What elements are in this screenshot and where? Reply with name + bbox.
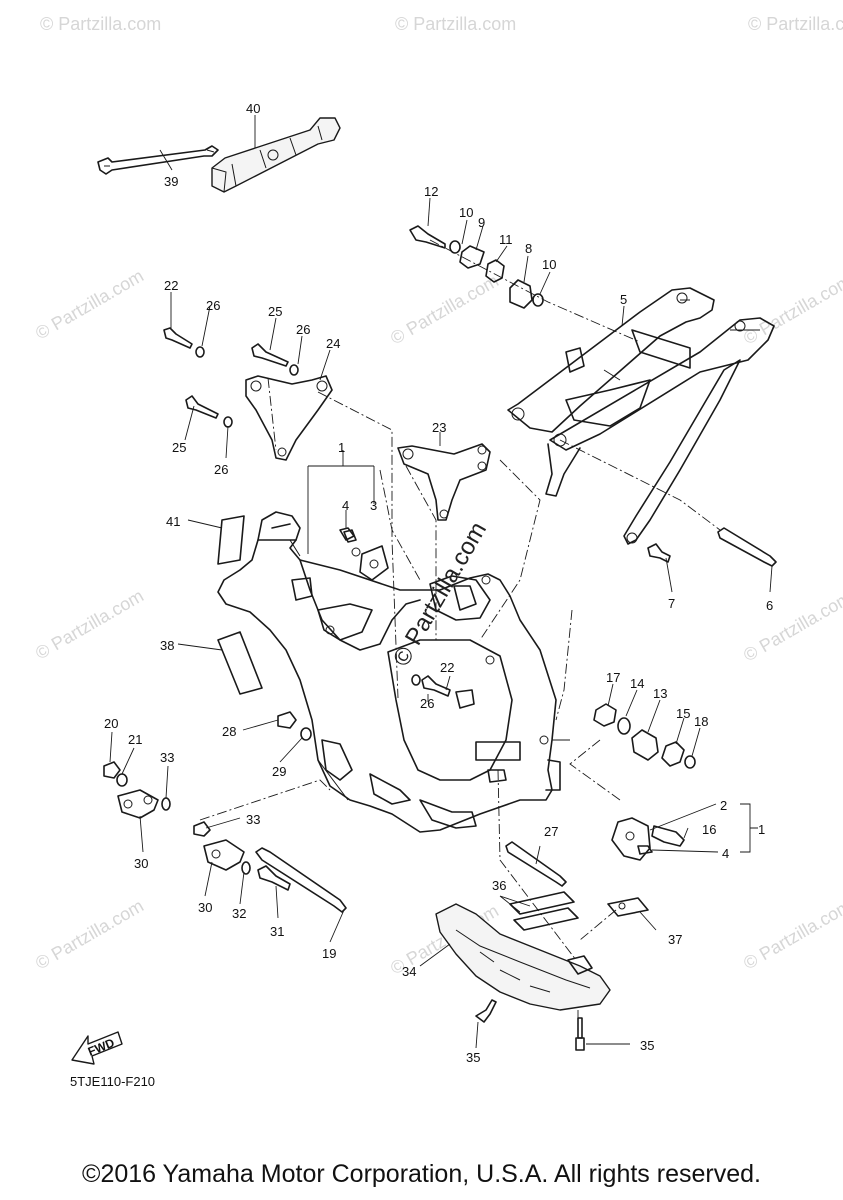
watermark: © Partzilla.com: [395, 14, 516, 34]
callout-19: 19: [322, 946, 336, 961]
callout-14: 14: [630, 676, 644, 691]
callout-9: 9: [478, 215, 485, 230]
fwd-arrow-icon: FWD: [71, 1031, 123, 1065]
callout-38: 38: [160, 638, 174, 653]
callout-21: 21: [128, 732, 142, 747]
callout-39: 39: [164, 174, 178, 189]
watermark: © Partzilla.com: [740, 270, 843, 348]
spanner-39: [97, 145, 219, 175]
callout-4: 4: [722, 846, 729, 861]
rear-subframe-5: [507, 287, 775, 545]
copyright-notice: ©2016 Yamaha Motor Corporation, U.S.A. A…: [82, 1160, 761, 1188]
watermark: © Partzilla.com: [740, 587, 843, 665]
fwd-label: FWD: [86, 1035, 117, 1058]
callout-33: 33: [246, 812, 260, 827]
plug-wrench-40: [211, 117, 341, 193]
leader-lines: [109, 115, 773, 1049]
decal-41: [217, 515, 245, 565]
callout-16: 16: [702, 822, 716, 837]
callout-11: 11: [499, 232, 513, 247]
engine-bracket-23: [397, 443, 491, 521]
callout-20: 20: [104, 716, 118, 731]
callout-labels: 40 39 12 10 9 11 8 10 5 22 26 25 26 24 2…: [104, 101, 773, 1065]
callout-17: 17: [606, 670, 620, 685]
watermark: © Partzilla.com: [40, 14, 161, 34]
watermark: © Partzilla.com: [32, 265, 147, 343]
callout-35: 35: [466, 1050, 480, 1065]
callout-30: 30: [134, 856, 148, 871]
watermark: © Partzilla.com: [740, 895, 843, 973]
callout-37: 37: [668, 932, 682, 947]
bolts-left-upper: [163, 327, 299, 428]
callout-22: 22: [164, 278, 178, 293]
callout-22: 22: [440, 660, 454, 675]
decal-38: [217, 631, 263, 695]
bolts-right-6-7: [339, 527, 777, 697]
mount-hardware-rear: [593, 703, 696, 769]
callout-26: 26: [214, 462, 228, 477]
watermark-layer: © Partzilla.com © Partzilla.com © Partzi…: [32, 14, 843, 978]
callout-36: 36: [492, 878, 506, 893]
callout-30: 30: [198, 900, 212, 915]
callout-40: 40: [246, 101, 260, 116]
bolt-27: [505, 841, 567, 887]
callout-26: 26: [420, 696, 434, 711]
callout-24: 24: [326, 336, 340, 351]
callout-25: 25: [268, 304, 282, 319]
callout-18: 18: [694, 714, 708, 729]
callout-35: 35: [640, 1038, 654, 1053]
callout-6: 6: [766, 598, 773, 613]
callout-3: 3: [370, 498, 377, 513]
callout-10: 10: [542, 257, 556, 272]
watermark: © Partzilla.com: [32, 585, 147, 663]
watermark: © Partzilla.com: [748, 14, 843, 34]
callout-12: 12: [424, 184, 438, 199]
callout-34: 34: [402, 964, 416, 979]
callout-1: 1: [338, 440, 345, 455]
callout-23: 23: [432, 420, 446, 435]
engine-bracket-2: [611, 817, 685, 861]
callout-32: 32: [232, 906, 246, 921]
mount-hardware-upper: [409, 225, 544, 309]
callout-26: 26: [206, 298, 220, 313]
callout-33: 33: [160, 750, 174, 765]
damper-36: [509, 891, 579, 931]
callout-25: 25: [172, 440, 186, 455]
callout-10: 10: [459, 205, 473, 220]
callout-27: 27: [544, 824, 558, 839]
callout-1: 1: [758, 822, 765, 837]
watermark: © Partzilla.com: [387, 270, 502, 348]
callout-15: 15: [676, 706, 690, 721]
callout-5: 5: [620, 292, 627, 307]
callout-28: 28: [222, 724, 236, 739]
center-watermark: © Partzilla.com: [388, 517, 492, 671]
callout-29: 29: [272, 764, 286, 779]
plate-37: [607, 897, 649, 917]
callout-26: 26: [296, 322, 310, 337]
callout-8: 8: [525, 241, 532, 256]
main-frame: [217, 511, 570, 833]
callout-13: 13: [653, 686, 667, 701]
callout-7: 7: [668, 596, 675, 611]
watermark: © Partzilla.com: [32, 895, 147, 973]
lower-left-hardware: [103, 711, 347, 913]
callout-41: 41: [166, 514, 180, 529]
diagram-code: 5TJE110-F210: [70, 1074, 155, 1089]
skid-plate-34: [435, 903, 611, 1011]
engine-bracket-24: [245, 375, 333, 461]
callout-31: 31: [270, 924, 284, 939]
callout-2: 2: [720, 798, 727, 813]
callout-4: 4: [342, 498, 349, 513]
